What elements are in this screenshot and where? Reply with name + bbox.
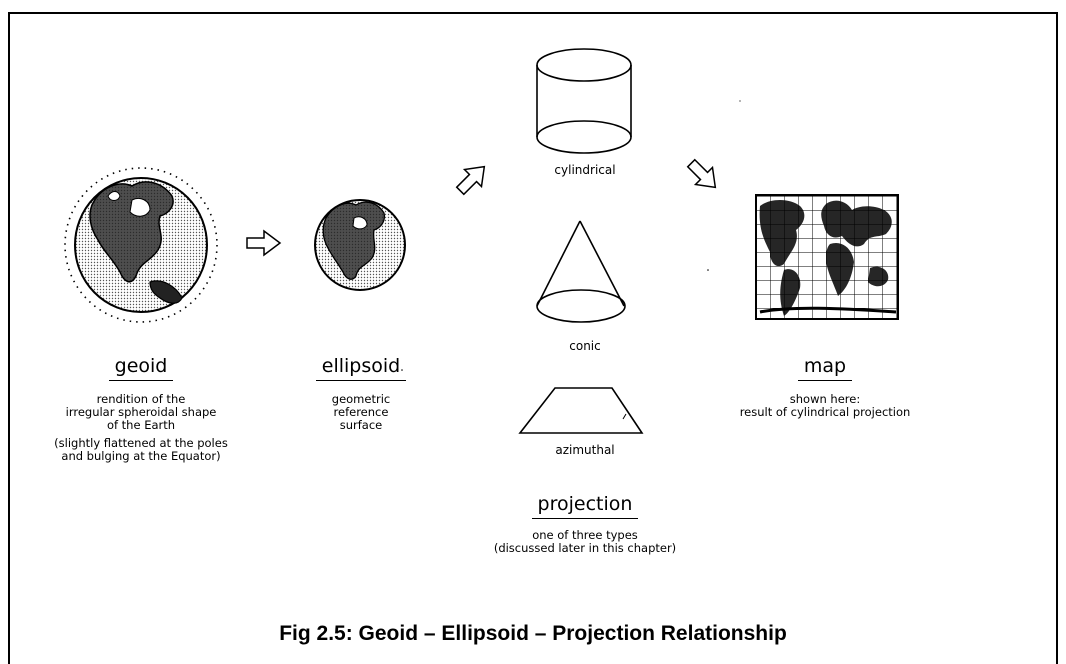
cone-icon [536,220,626,323]
geoid-description-line: rendition of the [96,392,186,406]
geoid-description: rendition of the irregular spheroidal sh… [26,393,256,463]
map-description-line: result of cylindrical projection [739,405,911,419]
geoid-title: geoid [108,355,174,381]
geoid-description-line: of the Earth [106,418,176,432]
map-heading: map [770,355,880,381]
world-map-icon [755,194,899,320]
geoid-note-line: (slightly flattened at the poles [54,436,228,450]
geoid-note-line: and bulging at the Equator) [61,449,221,463]
arrow-up-right-icon [455,165,486,196]
ellipsoid-description-line: geometric [331,392,391,406]
cylindrical-label: cylindrical [554,163,616,177]
projection-heading: projection [505,493,665,519]
plane-icon [518,387,644,434]
projection-description-line: (discussed later in this chapter) [493,541,677,555]
arrow-right-icon [246,229,282,257]
arrow-down-right-icon [686,158,717,189]
cylinder-icon [536,48,632,154]
geoid-heading: geoid [56,355,226,381]
map-description-line: shown here: [789,392,861,406]
ellipsoid-description-line: surface [339,418,383,432]
ellipsoid-description: geometric reference surface [296,393,426,432]
ellipsoid-title: ellipsoid [315,355,407,381]
geoid-globe-icon [64,167,218,323]
projection-description: one of three types (discussed later in t… [470,529,700,555]
projection-description-line: one of three types [532,528,638,542]
azimuthal-label: azimuthal [555,443,615,457]
geoid-description-line: irregular spheroidal shape [65,405,217,419]
map-title: map [797,355,853,381]
projection-title: projection [531,493,639,519]
figure-frame [8,12,1058,664]
ellipsoid-description-line: reference [333,405,389,419]
ellipsoid-heading: ellipsoid [296,355,426,381]
map-description: shown here: result of cylindrical projec… [720,393,930,419]
figure-caption: Fig 2.5: Geoid – Ellipsoid – Projection … [279,622,787,645]
ellipsoid-globe-icon [314,199,406,291]
conic-label: conic [569,339,601,353]
